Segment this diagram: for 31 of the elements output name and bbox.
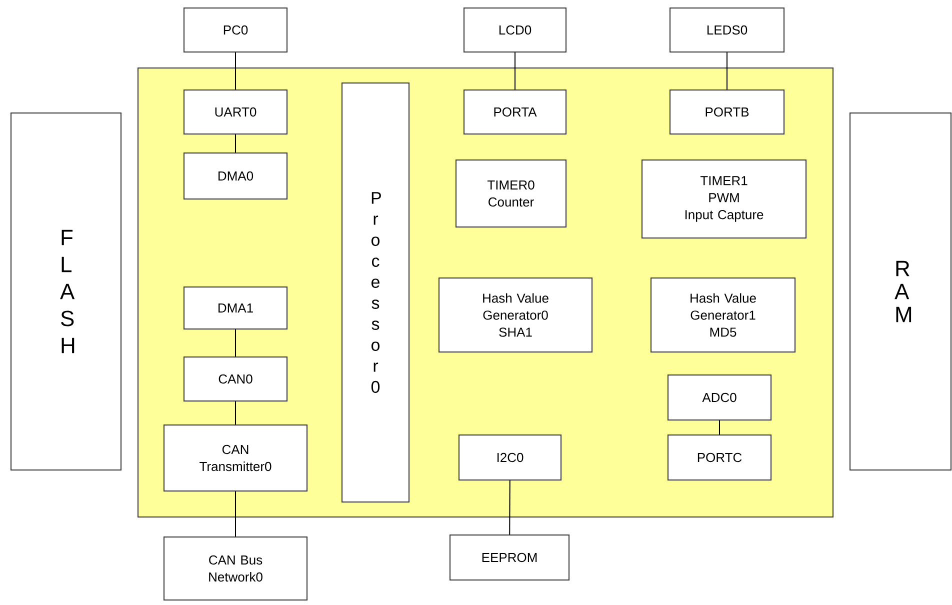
- connector-line: [235, 329, 236, 357]
- module-box: Hash Value Generator0 SHA1: [438, 278, 592, 352]
- module-box: UART0: [184, 90, 288, 134]
- processor-box: P r o c e s s o r 0: [342, 82, 410, 502]
- connector-line: [514, 52, 516, 90]
- module-box: TIMER1 PWM Input Capture: [642, 160, 807, 238]
- memory-box: F L A S H: [10, 112, 122, 470]
- module-box: PORTC: [668, 434, 772, 480]
- device-box: LCD0: [464, 8, 566, 52]
- module-box: DMA1: [184, 286, 288, 330]
- port-box: PC0: [184, 8, 288, 52]
- module-box: PORTB: [670, 90, 785, 134]
- device-box: CAN Bus Network0: [164, 536, 308, 600]
- connector-line: [235, 491, 236, 537]
- connector-line: [235, 134, 236, 153]
- device-box: EEPROM: [450, 534, 570, 580]
- device-box: LEDS0: [670, 8, 785, 52]
- connector-line: [719, 420, 720, 435]
- module-box: ADC0: [668, 374, 772, 420]
- module-box: CAN Transmitter0: [164, 424, 308, 492]
- module-box: DMA0: [184, 152, 288, 200]
- module-box: I2C0: [458, 434, 562, 480]
- module-box: TIMER0 Counter: [456, 160, 566, 228]
- module-box: PORTA: [464, 90, 566, 134]
- module-box: CAN0: [184, 356, 288, 402]
- connector-line: [726, 52, 728, 90]
- memory-box: R A M: [850, 112, 952, 470]
- connector-line: [235, 401, 236, 425]
- connector-line: [509, 480, 510, 535]
- connector-line: [235, 52, 236, 90]
- module-box: Hash Value Generator1 MD5: [650, 278, 796, 352]
